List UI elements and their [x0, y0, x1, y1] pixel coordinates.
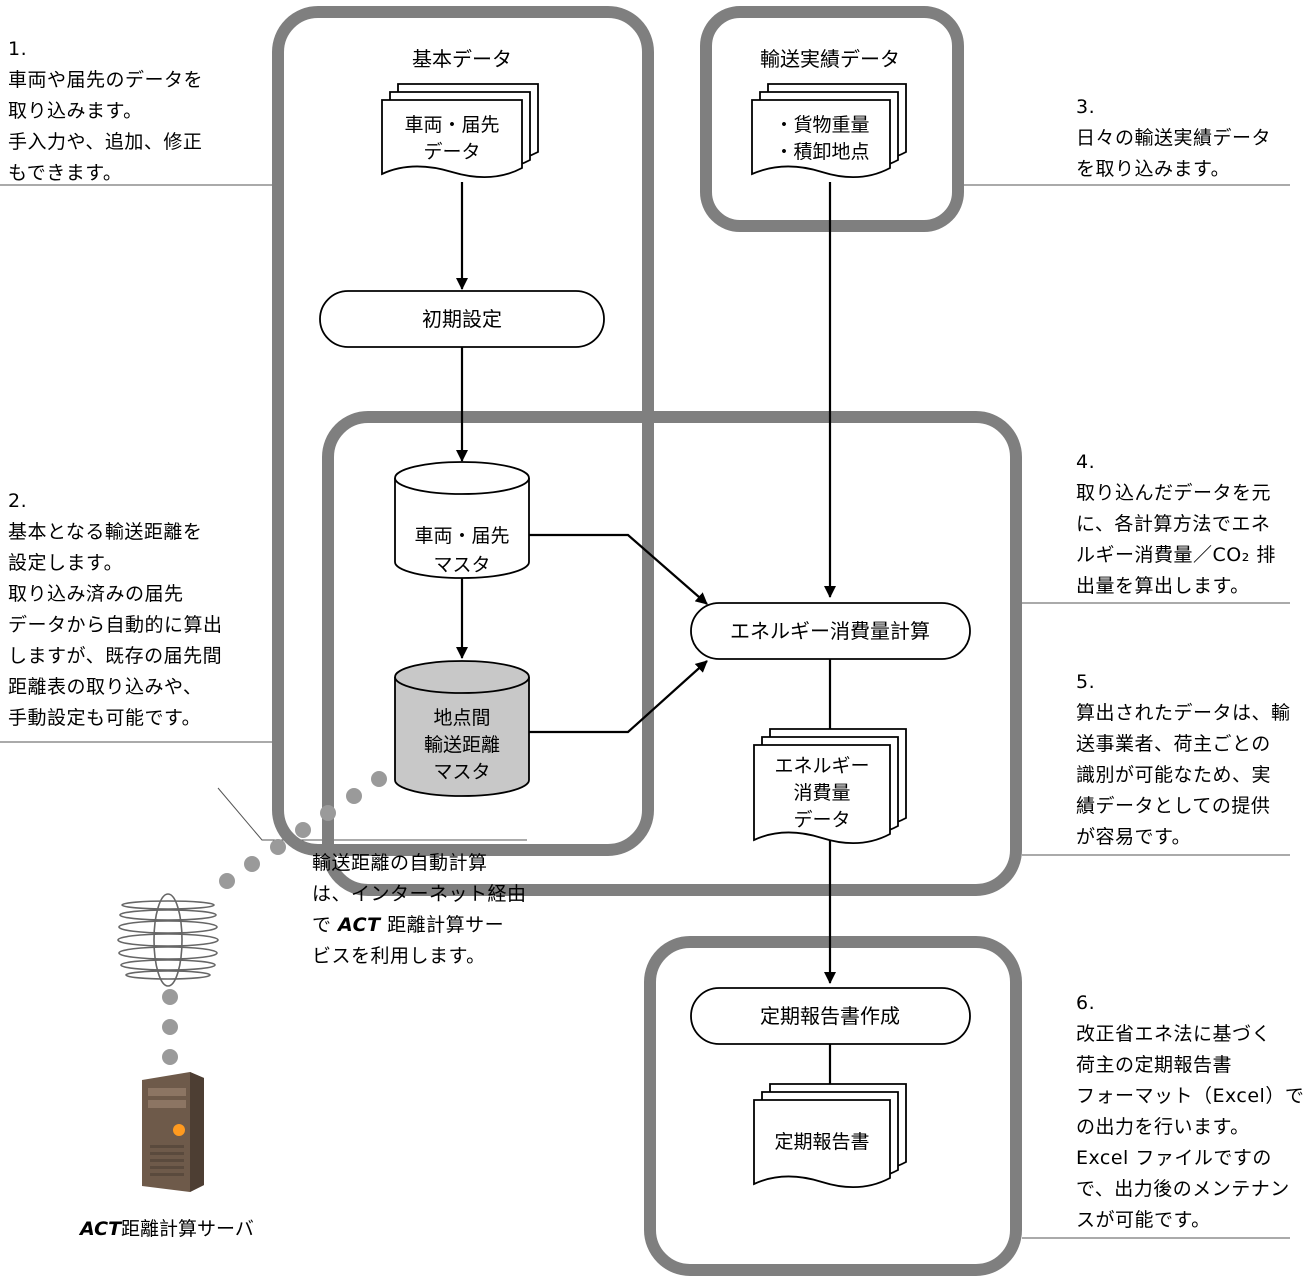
report-creation-label: 定期報告書作成	[760, 1004, 900, 1028]
vehicle-master-line1: 車両・届先	[414, 525, 509, 547]
cargo-data-document	[751, 83, 907, 179]
note-6-line: フォーマット（Excel）で	[1076, 1085, 1303, 1107]
note-1-line: 車両や届先のデータを	[8, 69, 204, 91]
note-3-line: を取り込みます。	[1076, 158, 1231, 180]
internet-note-brand: ACT	[338, 914, 381, 936]
report-creation-node	[690, 987, 971, 1045]
note-5-number: 5.	[1076, 671, 1096, 693]
note-1-line: もできます。	[8, 162, 123, 184]
note-2-number: 2.	[8, 490, 28, 512]
cargo-data-line2: ・積卸地点	[774, 141, 869, 163]
periodic-report-document	[753, 1083, 907, 1189]
vehicle-master-database	[394, 461, 530, 579]
note-2-line: 設定します。	[8, 552, 124, 574]
internet-note-text: 距離計算サー	[380, 914, 505, 936]
distance-master-line3: マスタ	[433, 761, 490, 783]
internet-note-line: は、インターネット経由	[312, 883, 527, 905]
note-5-line: 送事業者、荷主ごとの	[1076, 733, 1271, 755]
vehicle-data-line2: データ	[423, 141, 480, 163]
server-caption: ACT距離計算サーバ	[80, 1214, 254, 1241]
energy-data-line3: データ	[793, 809, 850, 831]
periodic-report-label: 定期報告書	[774, 1131, 869, 1153]
note-4-line: ルギー消費量／CO₂ 排	[1076, 544, 1276, 566]
internet-note-line: 輸送距離の自動計算	[312, 852, 488, 874]
server-brand: ACT	[80, 1218, 122, 1240]
note-2: 2. 基本となる輸送距離を 設定します。 取り込み済みの届先 データから自動的に…	[8, 486, 223, 734]
vehicle-master-line2: マスタ	[433, 554, 490, 576]
arrow-distance-to-calc	[529, 660, 708, 734]
energy-data-line1: エネルギー	[774, 755, 869, 777]
note-2-line: 手動設定も可能です。	[8, 707, 202, 729]
note-2-line: データから自動的に算出	[8, 614, 223, 636]
basic-data-frame	[272, 6, 654, 856]
note-5-line: 算出されたデータは、輸	[1076, 702, 1291, 724]
note-6-line: 改正省エネ法に基づく	[1076, 1023, 1272, 1045]
network-dots	[162, 771, 387, 1065]
note-3-number: 3.	[1076, 96, 1096, 118]
server-icon	[142, 1072, 204, 1192]
note-4-number: 4.	[1076, 451, 1096, 473]
cargo-data-line1: ・貨物重量	[774, 114, 869, 136]
note-6-number: 6.	[1076, 992, 1096, 1014]
note-6-line: で、出力後のメンテナン	[1076, 1178, 1290, 1200]
transport-data-frame	[700, 6, 964, 232]
note-3: 3. 日々の輸送実績データ を取り込みます。	[1076, 92, 1271, 185]
note-5-line: 識別が可能なため、実	[1076, 764, 1272, 786]
energy-calc-label: エネルギー消費量計算	[730, 619, 930, 643]
note-2-line: 距離表の取り込みや、	[8, 676, 203, 698]
note-4-line: に、各計算方法でエネ	[1076, 513, 1271, 535]
basic-data-title: 基本データ	[412, 47, 512, 71]
note-6-line: の出力を行います。	[1076, 1116, 1250, 1138]
globe-icon	[117, 893, 219, 987]
initial-settings-node	[319, 290, 605, 348]
server-suffix: 距離計算サーバ	[121, 1218, 254, 1240]
note-leader-lines	[0, 184, 1290, 1239]
note-6-line: Excel ファイルですの	[1076, 1147, 1272, 1169]
energy-data-document	[753, 728, 907, 845]
note-6-line: 荷主の定期報告書	[1076, 1054, 1233, 1076]
note-2-line: 基本となる輸送距離を	[8, 521, 203, 543]
note-4-line: 出量を算出します。	[1076, 575, 1250, 597]
note-6: 6. 改正省エネ法に基づく 荷主の定期報告書 フォーマット（Excel）で の出…	[1076, 988, 1303, 1236]
note-5-line: が容易です。	[1076, 826, 1192, 848]
energy-data-line2: 消費量	[793, 782, 850, 804]
energy-calc-node	[690, 602, 971, 660]
internet-note-line: で ACT 距離計算サー	[312, 910, 527, 941]
initial-settings-label: 初期設定	[422, 307, 502, 331]
processing-frame	[322, 411, 1022, 896]
internet-note-line: ビスを利用します。	[312, 945, 486, 967]
note-1: 1. 車両や届先のデータを 取り込みます。 手入力や、追加、修正 もできます。	[8, 34, 203, 189]
internet-note-text: で	[312, 914, 339, 936]
note-2-line: 取り込み済みの届先	[8, 583, 184, 605]
vehicle-data-line1: 車両・届先	[404, 114, 499, 136]
group-frames	[272, 6, 1022, 1276]
transport-data-title: 輸送実績データ	[760, 47, 900, 71]
connectors	[456, 182, 836, 1098]
note-4: 4. 取り込んだデータを元 に、各計算方法でエネ ルギー消費量／CO₂ 排 出量…	[1076, 447, 1276, 602]
note-1-line: 手入力や、追加、修正	[8, 131, 203, 153]
note-1-line: 取り込みます。	[8, 100, 143, 122]
note-3-line: 日々の輸送実績データ	[1076, 127, 1272, 149]
note-5: 5. 算出されたデータは、輸 送事業者、荷主ごとの 識別が可能なため、実 績デー…	[1076, 667, 1291, 853]
note-4-line: 取り込んだデータを元	[1076, 482, 1272, 504]
internet-note: 輸送距離の自動計算 は、インターネット経由 で ACT 距離計算サー ビスを利用…	[312, 848, 527, 972]
note-5-line: 績データとしての提供	[1076, 795, 1271, 817]
distance-master-line1: 地点間	[433, 707, 490, 729]
note-2-line: しますが、既存の届先間	[8, 645, 223, 667]
distance-master-line2: 輸送距離	[424, 734, 500, 756]
distance-master-database	[394, 660, 530, 797]
report-frame	[644, 936, 1022, 1276]
note-6-line: スが可能です。	[1076, 1209, 1211, 1231]
vehicle-data-document	[381, 83, 539, 179]
arrow-master-to-calc	[529, 533, 708, 605]
note-1-number: 1.	[8, 38, 28, 60]
